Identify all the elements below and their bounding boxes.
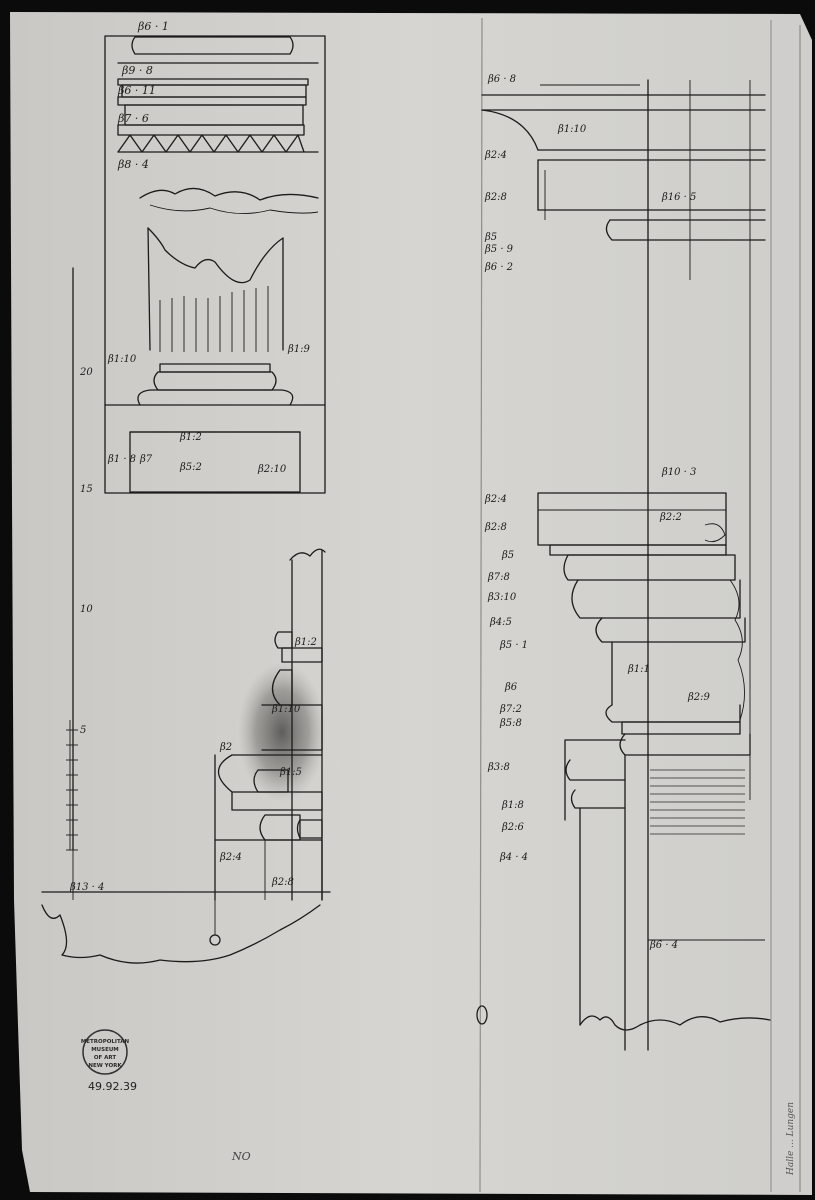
annotation: β6 · 11: [117, 84, 156, 97]
annotation: β2:8: [271, 877, 294, 888]
annotation: β5: [501, 550, 514, 561]
annotation: β5 · 9: [484, 244, 514, 255]
annotation: β7 · 6: [117, 112, 149, 125]
annotation: β9 · 8: [121, 64, 153, 77]
annotation: β10 · 3: [661, 467, 696, 478]
annotation: β1:2: [294, 637, 317, 648]
annotation: β7:8: [487, 572, 510, 583]
scale-label: 10: [80, 604, 93, 615]
annotation: β1:10: [107, 354, 137, 365]
annotation: β3:10: [487, 592, 517, 603]
annotation: β2: [219, 742, 232, 753]
annotation: β2:2: [659, 512, 682, 523]
annotation: β1:10: [557, 124, 587, 135]
svg-text:OF ART: OF ART: [94, 1055, 117, 1061]
annotation: β5 · 1: [499, 640, 528, 651]
annotation: β2:9: [687, 692, 711, 703]
top-left-study: [104, 35, 326, 494]
paper: [10, 12, 812, 1195]
annotation: β5:8: [499, 718, 522, 729]
center-fold: [479, 17, 483, 1193]
annotations-scale: 20 15 10 5: [79, 367, 93, 736]
bottom-mark: NO: [232, 1150, 251, 1163]
annotation: β5: [484, 232, 497, 243]
annotation: β1:1: [627, 664, 650, 675]
annotations-right-top: β6 · 8 β1:10 β2:4 β2:8 β5 β5 · 9 β6 · 2 …: [484, 74, 696, 273]
annotations-top-left: β6 · 1 β9 · 8 β6 · 11 β7 · 6 β8 · 4: [117, 20, 169, 171]
museum-stamp: METROPOLITAN MUSEUM OF ART NEW YORK: [81, 1029, 130, 1075]
cornice-profile-study: [481, 79, 766, 1051]
annotations-base-left: β1:10 β1:9 β1:2 β1 · 8 β7 β5:2 β2:10: [107, 344, 311, 475]
annotation: β2:6: [501, 822, 525, 833]
annotation: β2:8: [484, 192, 507, 203]
scale-label: 5: [80, 725, 86, 736]
annotation: β2:8: [484, 522, 507, 533]
annotation: β1:10: [271, 704, 301, 715]
annotation: β5:2: [179, 462, 202, 473]
side-inscription: Halle ... Lungen: [786, 1101, 796, 1175]
scale-bar: [41, 267, 331, 900]
svg-text:NEW YORK: NEW YORK: [88, 1063, 122, 1069]
annotations-lower-left: β2 β1:10 β1:2 β13 · 4 β2:4 β2:8 β1:5: [69, 637, 317, 893]
annotation: β6 · 2: [484, 262, 513, 273]
capital-profile-study: [537, 492, 771, 1051]
annotation: β6 · 4: [649, 940, 678, 951]
scale-label: 15: [80, 484, 93, 495]
annotation: β6 · 1: [137, 20, 169, 33]
base-profile-study: [41, 548, 326, 964]
annotation: β1 · 8: [107, 454, 136, 465]
annotation: β2:4: [484, 150, 507, 161]
annotation: β4 · 4: [499, 852, 528, 863]
annotation: β1:8: [501, 800, 524, 811]
annotation: β7:2: [499, 704, 522, 715]
annotation: β2:4: [219, 852, 242, 863]
svg-text:MUSEUM: MUSEUM: [91, 1047, 119, 1053]
annotation: β3:8: [487, 762, 510, 773]
ring-mark: [476, 1005, 488, 1025]
annotation: β2:4: [484, 494, 507, 505]
annotation: β4:5: [489, 617, 512, 628]
accession-number: 49.92.39: [88, 1080, 137, 1093]
annotation: β16 · 5: [661, 192, 696, 203]
annotation: β2:10: [257, 464, 287, 475]
annotation: β1:9: [287, 344, 311, 355]
ink-stain: [238, 662, 326, 802]
annotation: β6: [504, 682, 518, 693]
annotation: β8 · 4: [117, 158, 149, 171]
annotation: β13 · 4: [69, 882, 104, 893]
annotation: β6 · 8: [487, 74, 516, 85]
annotation: β1:2: [179, 432, 202, 443]
scale-label: 20: [79, 367, 93, 378]
annotation: β1:5: [279, 767, 302, 778]
svg-text:METROPOLITAN: METROPOLITAN: [81, 1039, 130, 1045]
annotation: β7: [139, 454, 153, 465]
annotations-right-column: β2:4 β2:8 β5 β7:8 β3:10 β4:5 β5 · 1 β6 β…: [484, 467, 711, 951]
